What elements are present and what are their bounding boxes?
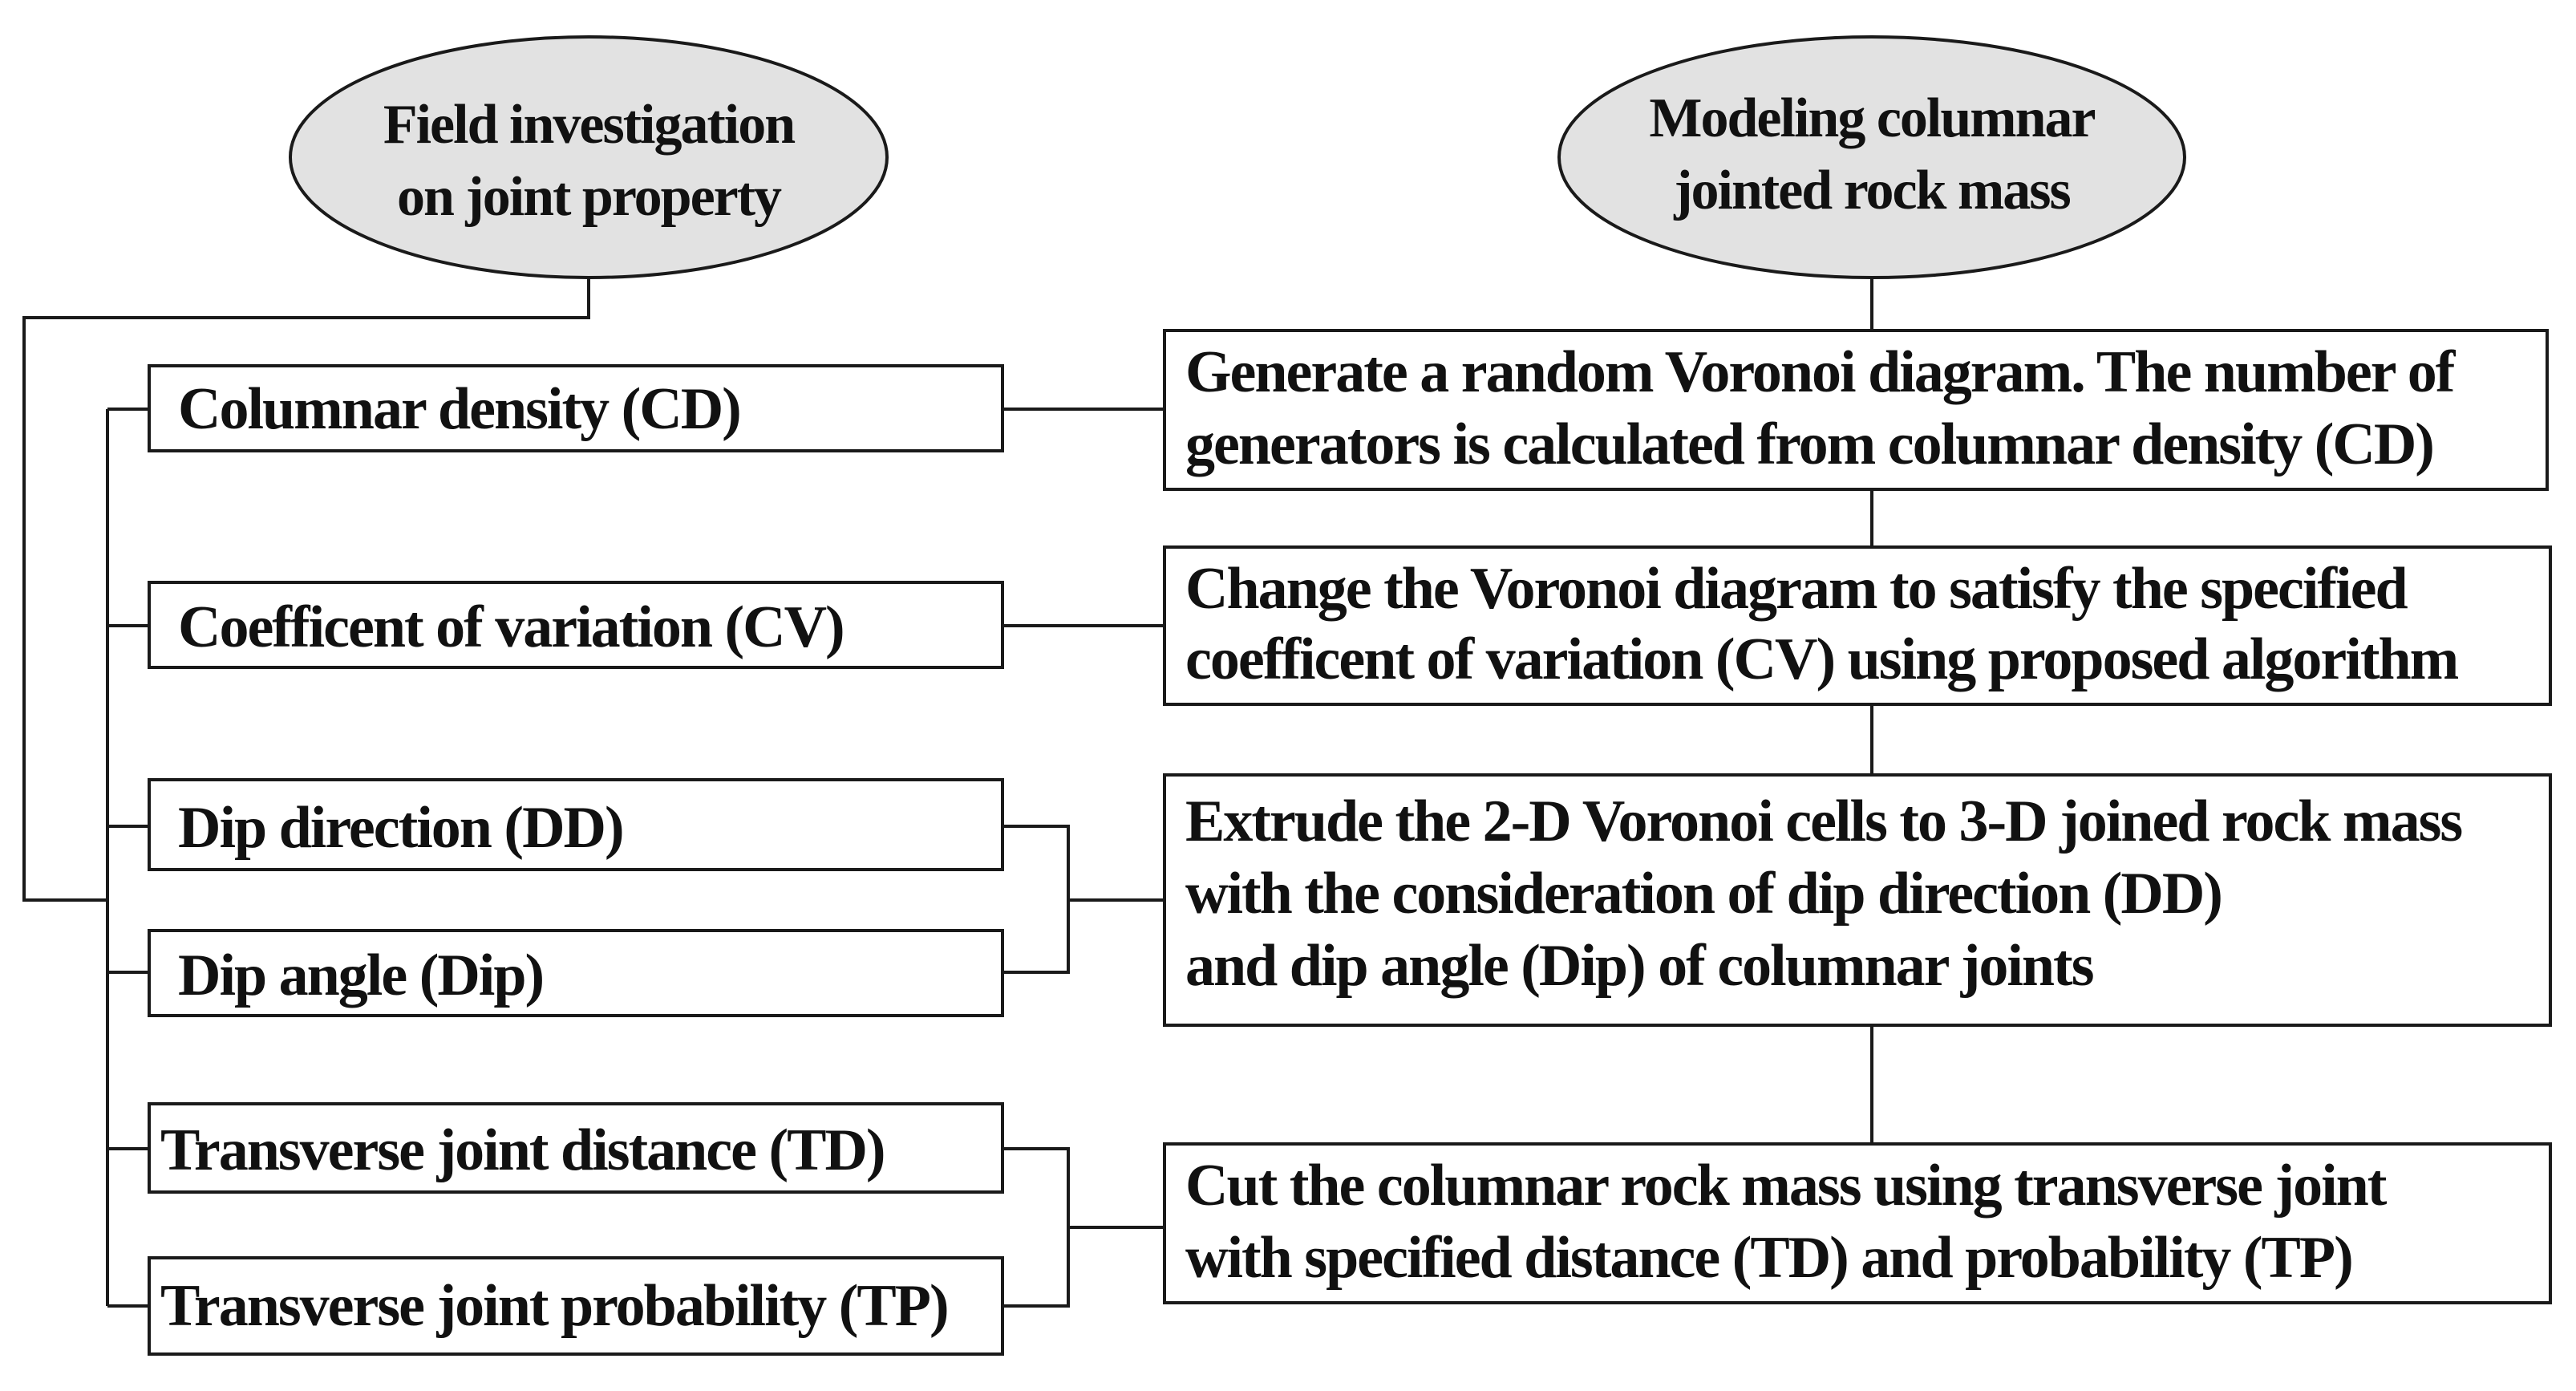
step-line: with specified distance (TD) and probabi… bbox=[1185, 1225, 2352, 1291]
parameter-box-dd: Dip direction (DD) bbox=[148, 778, 1004, 871]
parameter-label: Coefficent of variation (CV) bbox=[178, 594, 844, 660]
step-box-2: Change the Voronoi diagram to satisfy th… bbox=[1163, 545, 2552, 706]
parameter-box-cd: Columnar density (CD) bbox=[148, 364, 1004, 452]
step-line: generators is calculated from columnar d… bbox=[1185, 412, 2433, 477]
parameter-box-dip: Dip angle (Dip) bbox=[148, 929, 1004, 1017]
parameter-box-td: Transverse joint distance (TD) bbox=[148, 1102, 1004, 1194]
step-line: Cut the columnar rock mass using transve… bbox=[1185, 1153, 2388, 1219]
parameter-label: Columnar density (CD) bbox=[178, 376, 740, 442]
parameter-label: Dip direction (DD) bbox=[178, 795, 623, 861]
right-header: Modeling columnar jointed rock mass bbox=[1557, 35, 2186, 279]
parameter-label: Dip angle (Dip) bbox=[178, 943, 543, 1008]
right-header-line1: Modeling columnar bbox=[1649, 87, 2095, 149]
parameter-box-tp: Transverse joint probability (TP) bbox=[148, 1256, 1004, 1356]
bracket-td-tp bbox=[1002, 1147, 1070, 1308]
step-box-1: Generate a random Voronoi diagram. The n… bbox=[1163, 329, 2549, 491]
step-box-4: Cut the columnar rock mass using transve… bbox=[1163, 1142, 2552, 1304]
parameter-label: Transverse joint distance (TD) bbox=[160, 1117, 885, 1183]
step-line: Extrude the 2-D Voronoi cells to 3-D joi… bbox=[1185, 789, 2461, 854]
left-header-connector bbox=[22, 277, 590, 902]
step-line: with the consideration of dip direction … bbox=[1185, 861, 2222, 927]
parameter-box-cv: Coefficent of variation (CV) bbox=[148, 581, 1004, 669]
step-line: and dip angle (Dip) of columnar joints bbox=[1185, 933, 2093, 999]
step-box-3: Extrude the 2-D Voronoi cells to 3-D joi… bbox=[1163, 773, 2552, 1027]
parameter-label: Transverse joint probability (TP) bbox=[160, 1273, 948, 1339]
bracket-dd-dip bbox=[1002, 825, 1070, 974]
left-header-line2: on joint property bbox=[397, 166, 782, 228]
left-header-line1: Field investigation bbox=[383, 94, 795, 156]
right-header-line2: jointed rock mass bbox=[1673, 160, 2070, 221]
connectors bbox=[22, 277, 1873, 1308]
step-line: Generate a random Voronoi diagram. The n… bbox=[1185, 339, 2457, 405]
step-line: coefficent of variation (CV) using propo… bbox=[1185, 627, 2459, 692]
left-header: Field investigation on joint property bbox=[289, 35, 889, 279]
step-line: Change the Voronoi diagram to satisfy th… bbox=[1185, 556, 2408, 622]
